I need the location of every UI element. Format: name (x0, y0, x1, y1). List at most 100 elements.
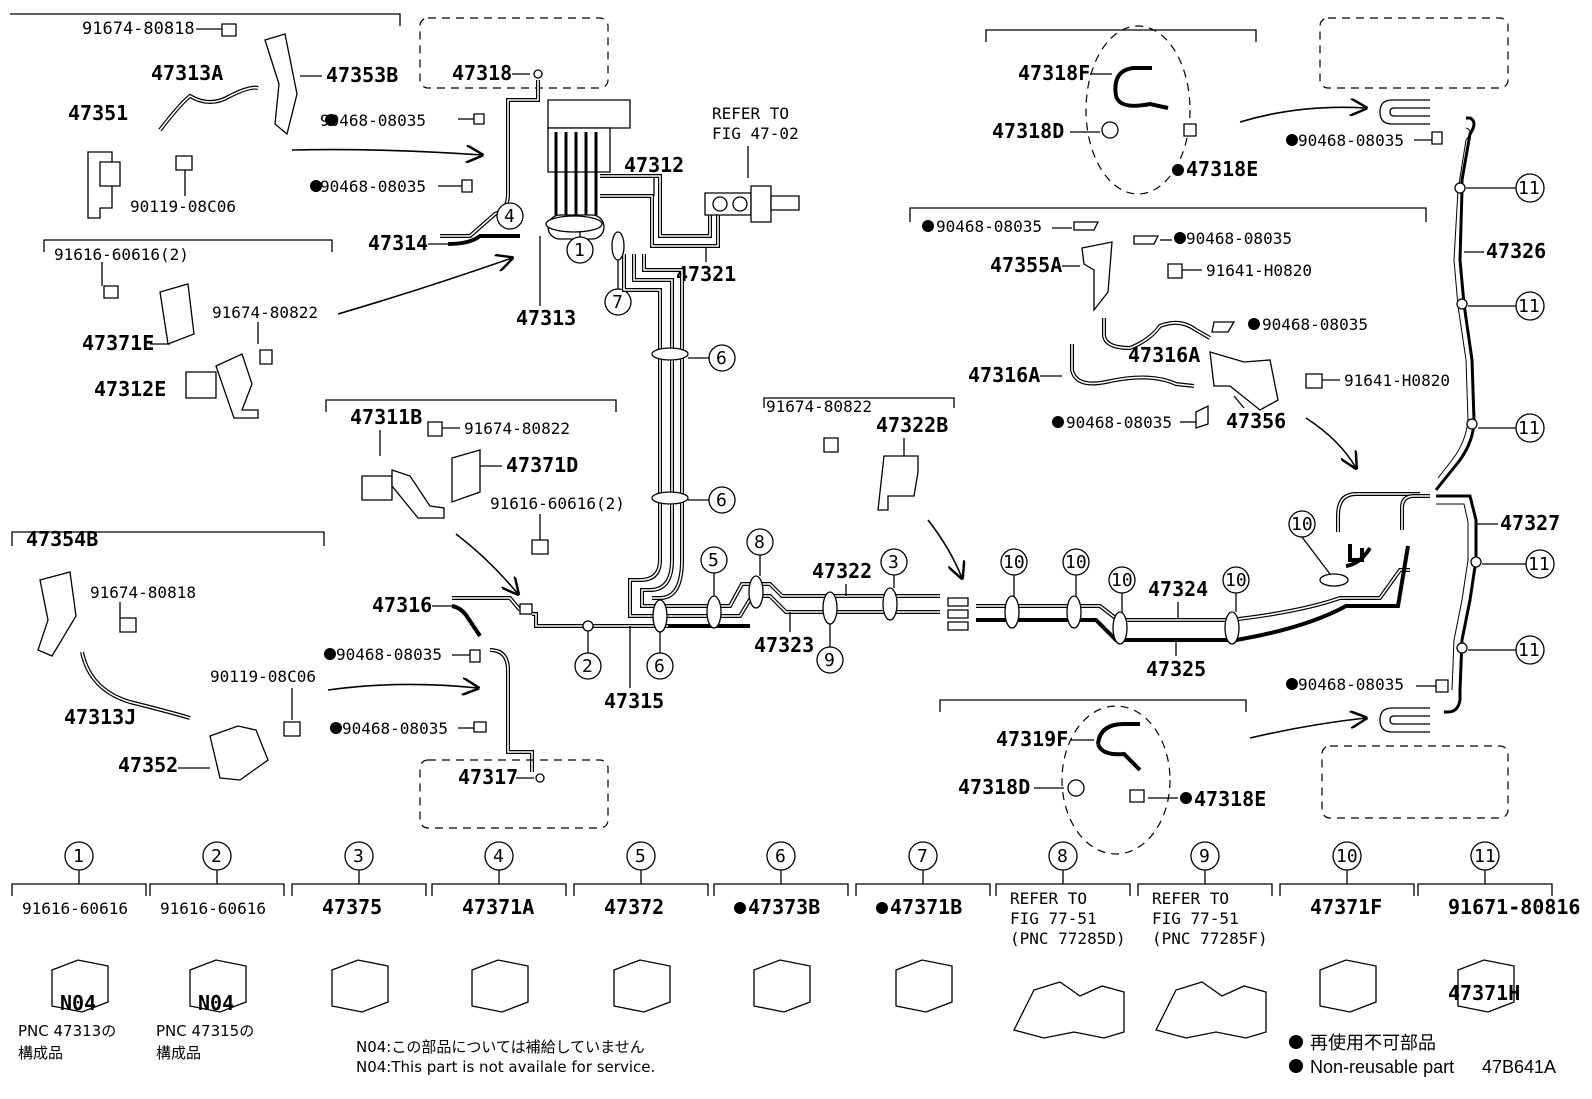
part-label-90468-08035-i[interactable]: 90468-08035 (1066, 413, 1172, 432)
part-label-90468-08035-b[interactable]: 90468-08035 (320, 177, 426, 196)
table-refer-fig[interactable]: FIG 77-51 (1152, 909, 1239, 928)
table-callout-number: 8 (1057, 846, 1068, 867)
svg-text:11: 11 (1518, 418, 1540, 439)
table-callout-number: 9 (1199, 846, 1210, 867)
part-label-90468-08035-j[interactable]: 90468-08035 (1298, 675, 1404, 694)
part-label-47322[interactable]: 47322 (812, 559, 872, 583)
part-label-47355A[interactable]: 47355A (990, 253, 1062, 277)
part-label-47313A[interactable]: 47313A (151, 61, 223, 85)
svg-text:3: 3 (888, 552, 899, 573)
part-label-47316A-top[interactable]: 47316A (1128, 343, 1200, 367)
part-label-90468-08035-g[interactable]: 90468-08035 (1186, 229, 1292, 248)
part-label-47351[interactable]: 47351 (68, 101, 128, 125)
part-label-47318[interactable]: 47318 (452, 61, 512, 85)
callout-9: 9 (816, 624, 844, 674)
svg-text:4: 4 (504, 206, 515, 227)
table-refer-fig[interactable]: FIG 77-51 (1010, 909, 1097, 928)
part-label-47322B[interactable]: 47322B (876, 413, 948, 437)
part-label-91641-H0820-a[interactable]: 91641-H0820 (1206, 261, 1312, 280)
refer-fig-47-02-line2[interactable]: FIG 47-02 (712, 124, 799, 143)
part-label-47352[interactable]: 47352 (118, 753, 178, 777)
part-label-90119-08C06-b[interactable]: 90119-08C06 (210, 667, 316, 686)
clip-part-drawing (51, 959, 109, 1013)
note-n04-english: N04:This part is not availale for servic… (356, 1058, 655, 1076)
part-label-90468-08035-d[interactable]: 90468-08035 (342, 719, 448, 738)
table-part-number[interactable]: 47375 (322, 895, 382, 919)
refer-fig-47-02-line1[interactable]: REFER TO (712, 104, 789, 123)
part-label-47319F[interactable]: 47319F (996, 727, 1068, 751)
part-label-47326[interactable]: 47326 (1486, 239, 1546, 263)
part-label-47325[interactable]: 47325 (1146, 657, 1206, 681)
table-column-bracket (11, 883, 147, 896)
bracket-group-47318F (985, 29, 1257, 42)
table-part-number[interactable]: 47372 (604, 895, 664, 919)
table-callout-circle (202, 841, 232, 871)
part-label-47313J[interactable]: 47313J (64, 705, 136, 729)
part-label-47356[interactable]: 47356 (1226, 409, 1286, 433)
part-label-47318D-top[interactable]: 47318D (992, 119, 1064, 143)
part-label-91641-H0820-b[interactable]: 91641-H0820 (1344, 371, 1450, 390)
part-label-91674-80818[interactable]: 91674-80818 (82, 19, 195, 39)
table-callout-number: 10 (1336, 846, 1358, 867)
part-label-47353B[interactable]: 47353B (326, 63, 398, 87)
table-part-number[interactable]: 91616-60616 (160, 899, 266, 918)
clip-part-drawing (753, 959, 811, 1013)
part-label-90468-08035-f[interactable]: 90468-08035 (936, 217, 1042, 236)
table-part-number[interactable]: 91671-80816 (1448, 895, 1580, 919)
part-label-47316[interactable]: 47316 (372, 593, 432, 617)
arrow-to-47313 (337, 258, 512, 315)
clip-part-drawing (1013, 981, 1125, 1039)
part-label-47314[interactable]: 47314 (368, 231, 428, 255)
part-label-47318F[interactable]: 47318F (1018, 61, 1090, 85)
table-callout-number: 6 (775, 846, 786, 867)
table-part-number[interactable]: 91616-60616 (22, 899, 128, 918)
table-part-number[interactable]: 47371F (1310, 895, 1382, 919)
part-label-47315[interactable]: 47315 (604, 689, 664, 713)
part-label-91674-80818-b[interactable]: 91674-80818 (90, 583, 196, 602)
table-refer-pnc[interactable]: (PNC 77285F) (1152, 929, 1268, 948)
table-sub-label[interactable]: N04 (60, 991, 96, 1015)
part-label-47316A[interactable]: 47316A (968, 363, 1040, 387)
part-label-90468-08035-a[interactable]: 90468-08035 (320, 111, 426, 130)
part-label-47371D[interactable]: 47371D (506, 453, 578, 477)
callout-3: 3 (880, 548, 908, 588)
arrow-to-connector (927, 519, 962, 578)
table-part-number[interactable]: 47373B (748, 895, 820, 919)
part-label-47317[interactable]: 47317 (458, 765, 518, 789)
part-label-47324[interactable]: 47324 (1148, 577, 1208, 601)
part-label-47321[interactable]: 47321 (676, 262, 736, 286)
table-refer-pnc[interactable]: (PNC 77285D) (1010, 929, 1126, 948)
part-label-47318D-b[interactable]: 47318D (958, 775, 1030, 799)
part-label-90119-08C06[interactable]: 90119-08C06 (130, 197, 236, 216)
part-label-47313[interactable]: 47313 (516, 306, 576, 330)
table-part-number[interactable]: REFER TO (1010, 889, 1087, 908)
part-label-90468-08035-h[interactable]: 90468-08035 (1262, 315, 1368, 334)
part-label-47371E[interactable]: 47371E (82, 331, 154, 355)
table-column-bracket (149, 883, 285, 896)
part-label-47311B[interactable]: 47311B (350, 405, 422, 429)
arrow-to-47317 (327, 684, 478, 690)
clip-part-drawing (471, 959, 529, 1013)
clip-part-drawing (1155, 981, 1267, 1039)
part-label-47323[interactable]: 47323 (754, 633, 814, 657)
part-label-47318E-b[interactable]: 47318E (1194, 787, 1266, 811)
part-label-91674-80822-b[interactable]: 91674-80822 (464, 419, 570, 438)
part-label-47327[interactable]: 47327 (1500, 511, 1560, 535)
part-label-91616-60616-2[interactable]: 91616-60616(2) (54, 245, 189, 264)
part-label-47312[interactable]: 47312 (624, 153, 684, 177)
table-part-number[interactable]: 47371B (890, 895, 962, 919)
table-part-number[interactable]: REFER TO (1152, 889, 1229, 908)
table-part-number[interactable]: 47371A (462, 895, 534, 919)
clip-part-drawing (1319, 959, 1377, 1013)
part-label-91674-80822-c[interactable]: 91674-80822 (766, 397, 872, 416)
table-sub-label[interactable]: N04 (198, 991, 234, 1015)
part-label-90468-08035-e[interactable]: 90468-08035 (1298, 131, 1404, 150)
part-label-90468-08035-c[interactable]: 90468-08035 (336, 645, 442, 664)
part-label-91616-60616-2b[interactable]: 91616-60616(2) (490, 494, 625, 513)
part-label-47312E[interactable]: 47312E (94, 377, 166, 401)
part-label-47318E-top[interactable]: 47318E (1186, 157, 1258, 181)
part-label-47354B[interactable]: 47354B (26, 527, 98, 551)
part-label-91674-80822-a[interactable]: 91674-80822 (212, 303, 318, 322)
table-sub-label[interactable]: 47371H (1448, 981, 1520, 1005)
